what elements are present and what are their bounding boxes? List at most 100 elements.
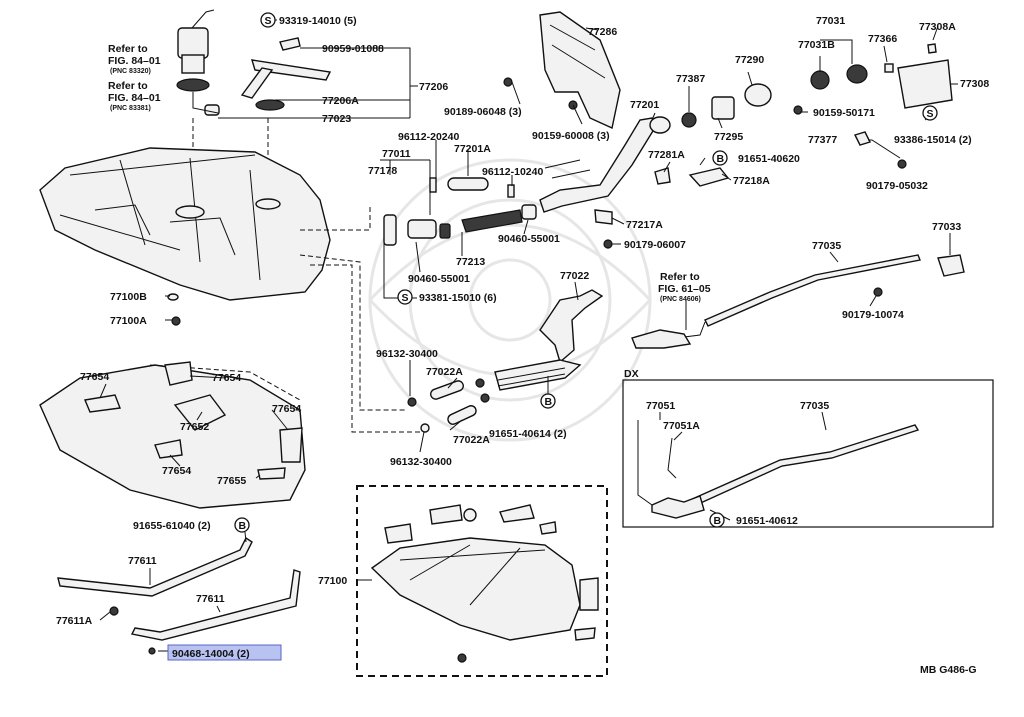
part-label: 90179-05032 [866,180,928,192]
svg-text:(PNC 83320): (PNC 83320) [110,68,151,75]
part-label: 90959-01088 [322,43,384,55]
part-label: 77206A [322,95,359,107]
part-label: 77652 [180,421,209,433]
part-label: 77611A [56,615,93,627]
part-label: 77218A [733,175,770,187]
part-label: 77100A [110,315,147,327]
part-label: 77022A [426,366,463,378]
svg-text:FIG. 84–01: FIG. 84–01 [108,92,161,104]
part-label: 77201A [454,143,491,155]
part-label: 90159-50171 [813,107,875,119]
part-label: 77290 [735,54,764,66]
part-label: 77011 [382,148,411,160]
highlighted-part-box[interactable] [167,644,282,661]
part-label: 96112-20240 [398,131,459,143]
svg-text:(PNC 83381): (PNC 83381) [110,105,151,112]
refer-note-2: Refer to FIG. 84–01 (PNC 83381) [108,80,161,112]
svg-text:FIG. 61–05: FIG. 61–05 [658,283,711,295]
part-label: 77655 [217,475,246,487]
refer-note-1: Refer to FIG. 84–01 (PNC 83320) [108,43,161,75]
part-label: 93319-14010 (5) [279,15,357,27]
part-label: 96132-30400 [376,348,438,360]
part-labels: 93319-14010 (5) 90959-01088 77206 77206A… [56,15,989,660]
part-label: 77654 [272,403,301,415]
part-label: 77022 [560,270,589,282]
dx-label: DX [624,368,639,380]
b-symbol-icon: B [540,393,556,409]
part-label: 96112-10240 [482,166,543,178]
svg-text:(PNC 84606): (PNC 84606) [660,296,701,303]
part-label: 77206 [419,81,448,93]
leader-lines [99,19,958,652]
s-symbol-icon: S [260,12,276,28]
part-label: 90159-60008 (3) [532,130,610,142]
part-label: 77031B [798,39,835,51]
b-symbol-icon: B [709,512,725,528]
part-label: 90468-14004 (2) [172,648,250,660]
fuel-tank-upper [39,147,420,433]
fuel-tank-assembly-box [356,485,608,677]
part-label: 77035 [812,240,841,252]
part-label: 77100 [318,575,347,587]
svg-text:S: S [265,15,272,27]
filler-pipe-lower [407,289,604,433]
part-label: 77033 [932,221,961,233]
svg-text:Refer to: Refer to [660,271,700,283]
part-label: 77178 [368,165,397,177]
fuel-sender-assembly [176,9,269,210]
part-label: 77023 [322,113,351,125]
part-label: 90460-55001 [408,273,470,285]
svg-text:FIG. 84–01: FIG. 84–01 [108,55,161,67]
fuel-pump-bracket [240,37,332,111]
svg-text:B: B [239,520,247,532]
dx-section-box [622,379,994,528]
part-label: 77051A [663,420,700,432]
part-label: 77051 [646,400,675,412]
part-label: 77377 [808,134,837,146]
part-label: 91655-61040 (2) [133,520,211,532]
part-label: 77022A [453,434,490,446]
svg-text:Refer to: Refer to [108,43,148,55]
part-label: 77654 [212,372,241,384]
part-label: 90179-06007 [624,239,686,251]
b-symbol-icon: B [234,517,250,533]
part-label: 77217A [626,219,663,231]
svg-text:B: B [545,396,553,408]
part-label: 77286 [588,26,617,38]
part-label: 90179-10074 [842,309,904,321]
part-label: 77213 [456,256,485,268]
part-label: 91651-40614 (2) [489,428,567,440]
filler-protector [503,11,621,129]
svg-text:Refer to: Refer to [108,80,148,92]
tank-straps [57,536,301,655]
part-label: 77031 [816,15,845,27]
tank-protector [39,361,306,509]
part-label: 77654 [80,371,109,383]
part-label: 77611 [128,555,157,567]
part-label: 90460-55001 [498,233,560,245]
part-label: 93381-15010 (6) [419,292,497,304]
s-symbol-icon: S [397,289,413,305]
part-label: 77387 [676,73,705,85]
fuel-lid-opener [631,254,965,349]
part-label: 77654 [162,465,191,477]
diagram-id: MB G486-G [920,664,977,676]
tank-grommets [167,293,181,326]
part-label: 90189-06048 (3) [444,106,522,118]
s-symbol-icon: S [922,105,938,121]
part-label: 93386-15014 (2) [894,134,972,146]
part-label: 77308A [919,21,956,33]
breather-hose-assembly [383,116,671,249]
part-label: 77611 [196,593,225,605]
svg-text:S: S [402,292,409,304]
part-label: 77281A [648,149,685,161]
part-label: 96132-30400 [390,456,452,468]
svg-text:B: B [714,515,722,527]
part-label: 77366 [868,33,897,45]
part-label: 77201 [630,99,659,111]
fuel-cap-parts [654,43,953,187]
part-label: 91651-40620 [738,153,800,165]
svg-text:B: B [717,153,725,165]
svg-text:S: S [927,108,934,120]
